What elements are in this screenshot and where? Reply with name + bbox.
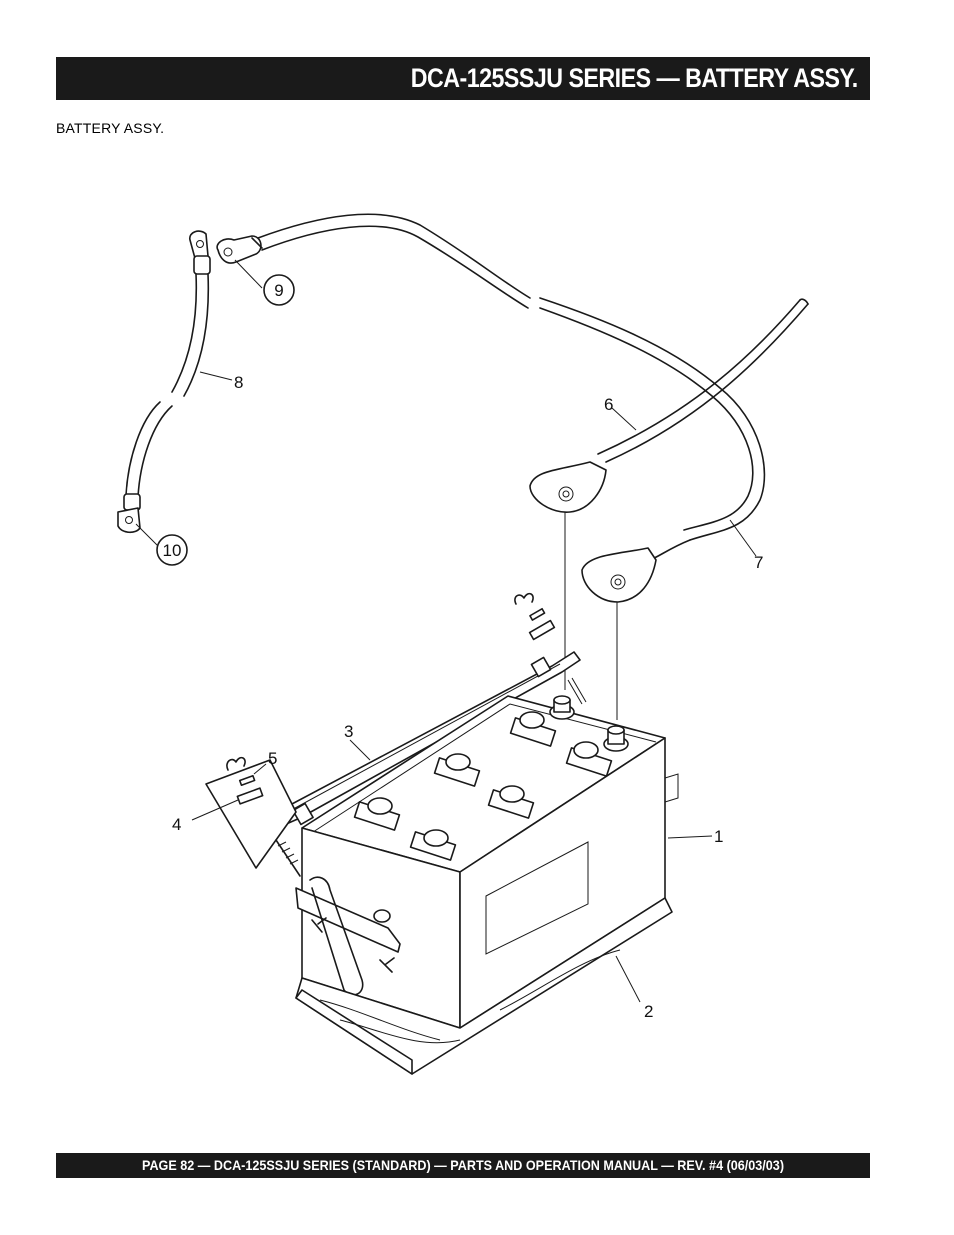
callout-7: 7	[754, 553, 763, 572]
battery-tray-2	[295, 897, 673, 1075]
page-footer-bar: PAGE 82 — DCA-125SSJU SERIES (STANDARD) …	[56, 1153, 870, 1178]
page-title: DCA-125SSJU SERIES — BATTERY ASSY.	[411, 63, 859, 93]
callouts: 9 8 10 6 7 3 5 4 1 2	[156, 274, 763, 1021]
callout-3: 3	[344, 722, 353, 741]
terminal-posts	[549, 695, 629, 752]
vent-caps	[353, 711, 613, 861]
callout-6: 6	[604, 395, 613, 414]
callout-8: 8	[234, 373, 243, 392]
callout-2: 2	[644, 1002, 653, 1021]
cable-7	[581, 539, 691, 720]
section-label: BATTERY ASSY.	[56, 120, 165, 136]
battery-1	[295, 695, 679, 1029]
callout-5: 5	[268, 749, 277, 768]
callout-1: 1	[714, 827, 723, 846]
leader-lines	[135, 259, 757, 1003]
cable-6	[529, 298, 809, 690]
callout-9-circle	[263, 274, 295, 306]
page-footer-text: PAGE 82 — DCA-125SSJU SERIES (STANDARD) …	[141, 1157, 785, 1173]
page-header-bar: DCA-125SSJU SERIES — BATTERY ASSY.	[56, 57, 870, 100]
callout-10: 10	[163, 541, 182, 560]
callout-4: 4	[172, 815, 181, 834]
cable-8	[117, 230, 211, 534]
bracket-4	[205, 756, 301, 877]
callout-9: 9	[274, 281, 283, 300]
cable-9	[216, 213, 766, 541]
callout-10-circle	[156, 534, 188, 566]
